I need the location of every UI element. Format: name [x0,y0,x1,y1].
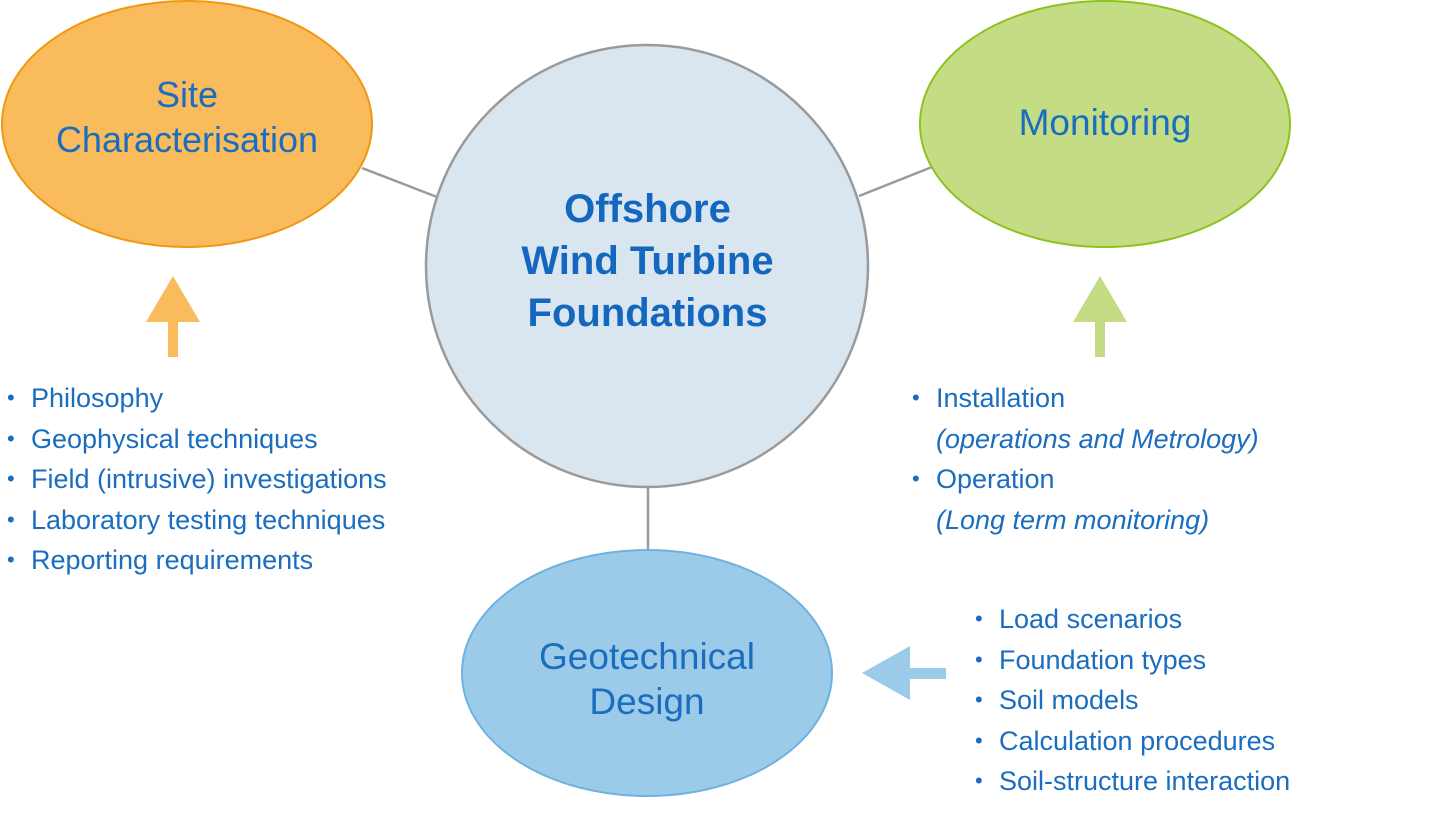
list-item: • Load scenarios [970,599,1290,640]
monitoring-node [919,0,1291,248]
list-item: • Laboratory testing techniques [2,500,387,541]
list-item-text: Load scenarios [999,604,1183,634]
bullet-icon: • [975,768,983,793]
label-line: Characterisation [55,119,319,160]
list-item-text: Philosophy [31,383,164,413]
list-item-text: Soil models [999,685,1139,715]
bullet-icon: • [975,727,983,753]
list-item: • Philosophy [2,378,387,419]
list-item: • Foundation types [970,640,1290,681]
site-characterisation-list: • Philosophy • Geophysical techniques • Fie… [2,378,387,581]
list-item: • Calculation procedures [970,721,1290,762]
list-item: • Soil models [970,680,1290,721]
center-topic-node [424,43,870,489]
label-line: Offshore [564,187,731,231]
label-line: Design [589,681,705,722]
label-line: Wind Turbine [521,239,774,283]
list-item-subtext: (Long term monitoring) [936,504,1210,535]
bullet-icon: • [7,506,15,532]
list-item-text: Foundation types [999,644,1207,675]
list-item-subtext: (operations and Metrology) [936,423,1259,454]
bullet-icon: • [7,425,15,451]
list-item-text: Calculation procedures [999,725,1276,756]
list-item: • Geophysical techniques [2,419,387,460]
site-characterisation-node [1,0,373,248]
label-line: Monitoring [1018,102,1192,143]
list-item: • Operation (Long term monitoring) [907,459,1259,540]
label-line: Foundations [527,291,768,335]
bullet-icon: • [975,646,983,672]
bullet-icon: • [7,385,15,410]
bullet-icon: • [7,466,15,491]
list-item-text: Reporting requirements [31,545,314,575]
list-item-text: Operation [936,464,1055,494]
bullet-icon: • [975,606,983,631]
list-item-text: Soil-structure interaction [999,766,1291,796]
arrow-up-icon [1073,276,1127,357]
center-topic-label: Offshore Wind Turbine Foundations [426,183,869,339]
arrow-up-icon [146,276,200,357]
site-characterisation-label: Site Characterisation [1,72,373,162]
list-item-text: Installation [936,383,1066,413]
list-item-text: Laboratory testing techniques [31,504,386,535]
geotechnical-design-node [461,549,833,797]
bullet-icon: • [912,466,920,491]
geotechnical-design-list: • Load scenarios • Foundation types • Soil … [970,599,1290,802]
bullet-icon: • [7,547,15,572]
bullet-icon: • [975,687,983,712]
label-line: Site [155,74,219,115]
list-item: • Reporting requirements [2,540,387,581]
list-item: • Soil-structure interaction [970,761,1290,802]
list-item: • Field (intrusive) investigations [2,459,387,500]
list-item-text: Geophysical techniques [31,423,318,454]
connector-monitoring-center [858,165,933,198]
arrow-left-icon [862,646,946,700]
list-item-text: Field (intrusive) investigations [31,464,387,494]
label-line: Geotechnical [539,636,755,677]
list-item: • Installation (operations and Metrology) [907,378,1259,459]
monitoring-list: •Installation(operations and Metrology) … [907,378,1259,540]
bullet-icon: • [912,385,920,410]
connector-site-center [361,166,438,199]
geotechnical-design-label: Geotechnical Design [461,634,833,724]
monitoring-label: Monitoring [919,100,1291,145]
